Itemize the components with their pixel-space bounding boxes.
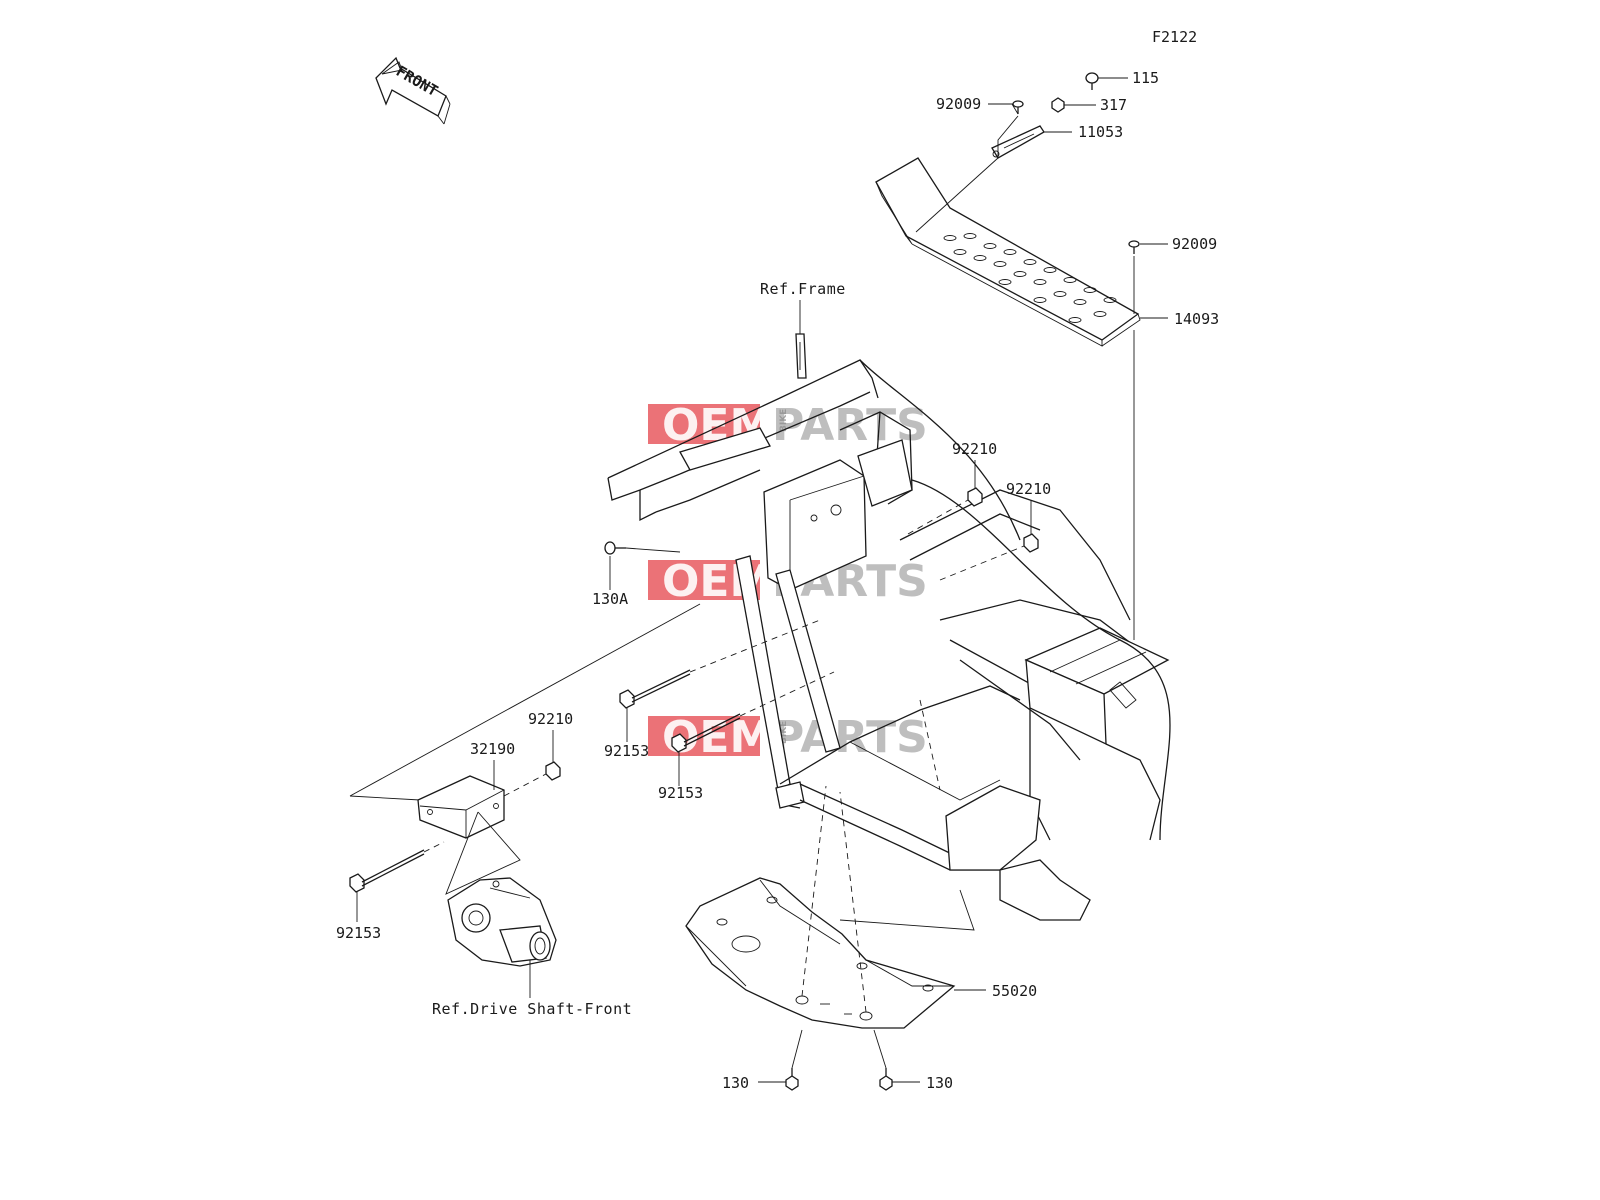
label-55020: 55020 [992,982,1037,1000]
bolt-130-left [785,1068,799,1091]
nut-92210-c [545,761,561,781]
label-130-left: 130 [722,1074,749,1092]
label-92153-b: 92153 [658,784,703,802]
skid-plate-55020 [685,877,956,1029]
nut-92210-b [1023,533,1039,553]
label-32190: 32190 [470,740,515,758]
main-frame [607,333,1171,921]
label-317: 317 [1100,96,1127,114]
watermark-1: OEM BIKE PARTS [648,400,928,451]
label-11053: 11053 [1078,123,1123,141]
label-92009-right: 92009 [1172,235,1217,253]
nut-92210-a [967,487,983,507]
bracket-32190 [417,775,505,839]
watermark-text-parts: PARTS [772,712,928,763]
watermark-text-bike: BIKE [779,409,789,432]
label-ref-drive-shaft-front: Ref.Drive Shaft-Front [432,1000,632,1018]
front-arrow-icon: FRONT [375,56,451,125]
label-130A: 130A [592,590,628,608]
nut-317 [1051,97,1065,113]
label-92009-top: 92009 [936,95,981,113]
bolt-92153-a [619,669,691,709]
label-115: 115 [1132,69,1159,87]
label-92210-c: 92210 [528,710,573,728]
label-92153-c: 92153 [336,924,381,942]
label-92210-a: 92210 [952,440,997,458]
watermark-3: OEM BIKE PARTS [648,712,928,763]
watermark-text-bike: BIKE [779,721,789,744]
label-ref-frame: Ref.Frame [760,280,846,298]
screw-92009-right [1128,240,1140,254]
label-14093: 14093 [1174,310,1219,328]
bracket-11053 [991,125,1045,159]
bolt-115 [1085,72,1099,90]
bolt-130A [604,541,626,555]
bolt-130-right [879,1068,893,1091]
diagram-code: F2122 [1152,28,1197,46]
screw-92009-top [1012,100,1024,114]
label-92153-a: 92153 [604,742,649,760]
front-differential [447,877,557,967]
step-plate-holes [943,233,1117,323]
step-plate-14093 [875,157,1141,347]
label-92210-b: 92210 [1006,480,1051,498]
bolt-92153-c [349,849,425,893]
bolt-92153-b [671,713,741,753]
label-130-right: 130 [926,1074,953,1092]
